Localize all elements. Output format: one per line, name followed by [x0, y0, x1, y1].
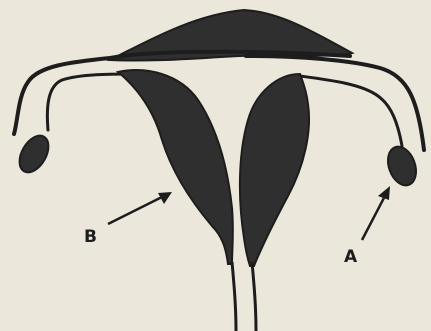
cervix-right-line: [252, 262, 256, 331]
left-uterine-horn: [118, 70, 233, 264]
right-uterine-horn: [240, 74, 309, 266]
right-tube-inner: [300, 76, 402, 146]
right-ovary: [383, 143, 421, 189]
left-ovary: [14, 131, 55, 178]
arrow-a-head: [378, 186, 390, 200]
label-a: A: [344, 247, 358, 267]
label-b: B: [84, 227, 97, 247]
arrow-b-line: [108, 196, 164, 224]
arrow-a-line: [362, 194, 386, 240]
cervix-left-line: [232, 262, 236, 331]
left-tube-inner: [47, 74, 140, 130]
